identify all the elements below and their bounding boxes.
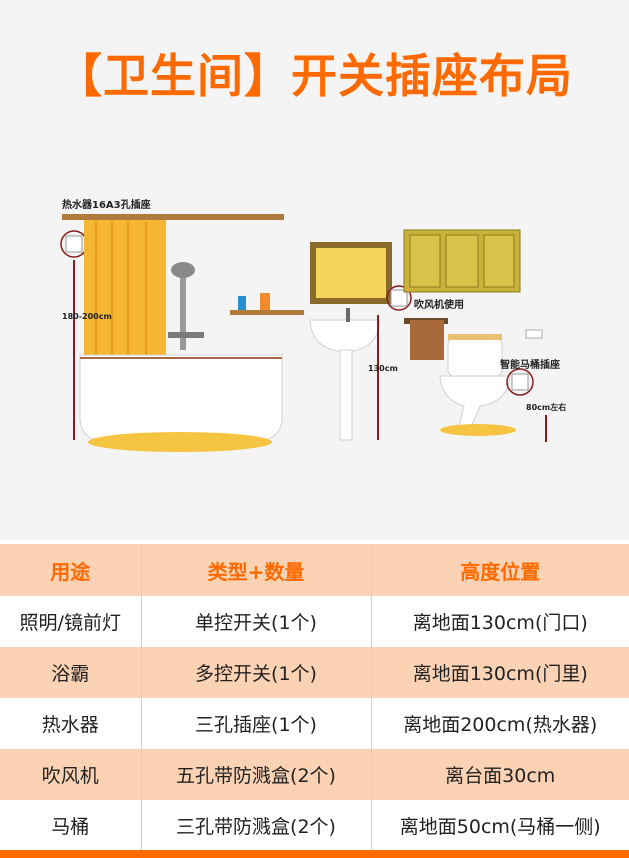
label-shower-height: 180-200cm — [62, 312, 112, 321]
table-row: 浴霸 多控开关(1个) 离地面130cm(门里) — [0, 647, 629, 698]
curtain-folds — [95, 222, 147, 380]
curtain-rod — [62, 214, 284, 220]
cell-height: 离地面130cm(门里) — [371, 647, 629, 698]
tissue-holder-icon — [525, 329, 543, 339]
toilet-socket-icon — [511, 373, 529, 391]
toilet-mat — [440, 424, 516, 436]
toilet-bowl — [439, 375, 511, 431]
label-hairdryer: 吹风机使用 — [414, 300, 464, 311]
shower-head-icon — [171, 262, 195, 278]
cell-usage: 吹风机 — [0, 749, 142, 800]
header-type-count: 类型+数量 — [141, 544, 372, 596]
cabinet-door — [409, 234, 441, 288]
socket-layout-table: 用途 类型+数量 高度位置 照明/镜前灯 单控开关(1个) 离地面130cm(门… — [0, 544, 629, 851]
bottom-accent-bar — [0, 850, 629, 858]
header-usage: 用途 — [0, 544, 142, 596]
cell-height: 离地面200cm(热水器) — [371, 698, 629, 749]
label-toilet-height: 80cm左右 — [526, 403, 567, 412]
toilet-lid — [448, 334, 502, 340]
heater-socket-icon — [65, 235, 83, 253]
bathroom-drawing — [60, 214, 547, 452]
towel — [410, 320, 444, 360]
cell-type: 三孔带防溅盒(2个) — [141, 800, 372, 851]
header-height: 高度位置 — [371, 544, 629, 596]
mirror — [316, 248, 386, 298]
label-sink-height: 130cm — [368, 364, 398, 373]
toilet-socket-marker — [506, 368, 534, 396]
cell-usage: 热水器 — [0, 698, 142, 749]
hairdryer-socket-marker — [386, 285, 412, 311]
bathtub — [79, 354, 283, 443]
table-header-row: 用途 类型+数量 高度位置 — [0, 544, 629, 596]
cell-height: 离台面30cm — [371, 749, 629, 800]
bath-shelf — [230, 310, 304, 315]
label-toilet-socket: 智能马桶插座 — [500, 360, 560, 371]
cell-type: 单控开关(1个) — [141, 596, 372, 647]
toilet-tank — [447, 337, 503, 377]
bathroom-illustration: 热水器16A3孔插座 180-200cm 130cm 吹风机使用 智能马桶插座 … — [0, 180, 629, 470]
label-heater-socket: 热水器16A3孔插座 — [62, 200, 151, 211]
cell-type: 五孔带防溅盒(2个) — [141, 749, 372, 800]
shower-faucet — [168, 332, 204, 338]
table-row: 热水器 三孔插座(1个) 离地面200cm(热水器) — [0, 698, 629, 749]
cell-height: 离地面130cm(门口) — [371, 596, 629, 647]
cell-type: 多控开关(1个) — [141, 647, 372, 698]
cell-height: 离地面50cm(马桶一侧) — [371, 800, 629, 851]
page-title: 【卫生间】开关插座布局 — [56, 49, 573, 103]
shower-pipe — [180, 275, 186, 350]
cabinet-door — [483, 234, 515, 288]
cell-usage: 照明/镜前灯 — [0, 596, 142, 647]
hairdryer-socket-icon — [390, 289, 408, 307]
cell-usage: 马桶 — [0, 800, 142, 851]
table-row: 吹风机 五孔带防溅盒(2个) 离台面30cm — [0, 749, 629, 800]
bottle-icon — [238, 296, 246, 310]
sink-pedestal — [339, 349, 353, 441]
bottle-icon — [260, 293, 270, 310]
cell-usage: 浴霸 — [0, 647, 142, 698]
table-row: 照明/镜前灯 单控开关(1个) 离地面130cm(门口) — [0, 596, 629, 647]
cabinet-door — [445, 234, 479, 288]
cell-type: 三孔插座(1个) — [141, 698, 372, 749]
sink-faucet — [346, 308, 350, 322]
sink-basin — [309, 319, 381, 353]
table-row: 马桶 三孔带防溅盒(2个) 离地面50cm(马桶一侧) — [0, 800, 629, 851]
bath-mat — [88, 432, 272, 452]
